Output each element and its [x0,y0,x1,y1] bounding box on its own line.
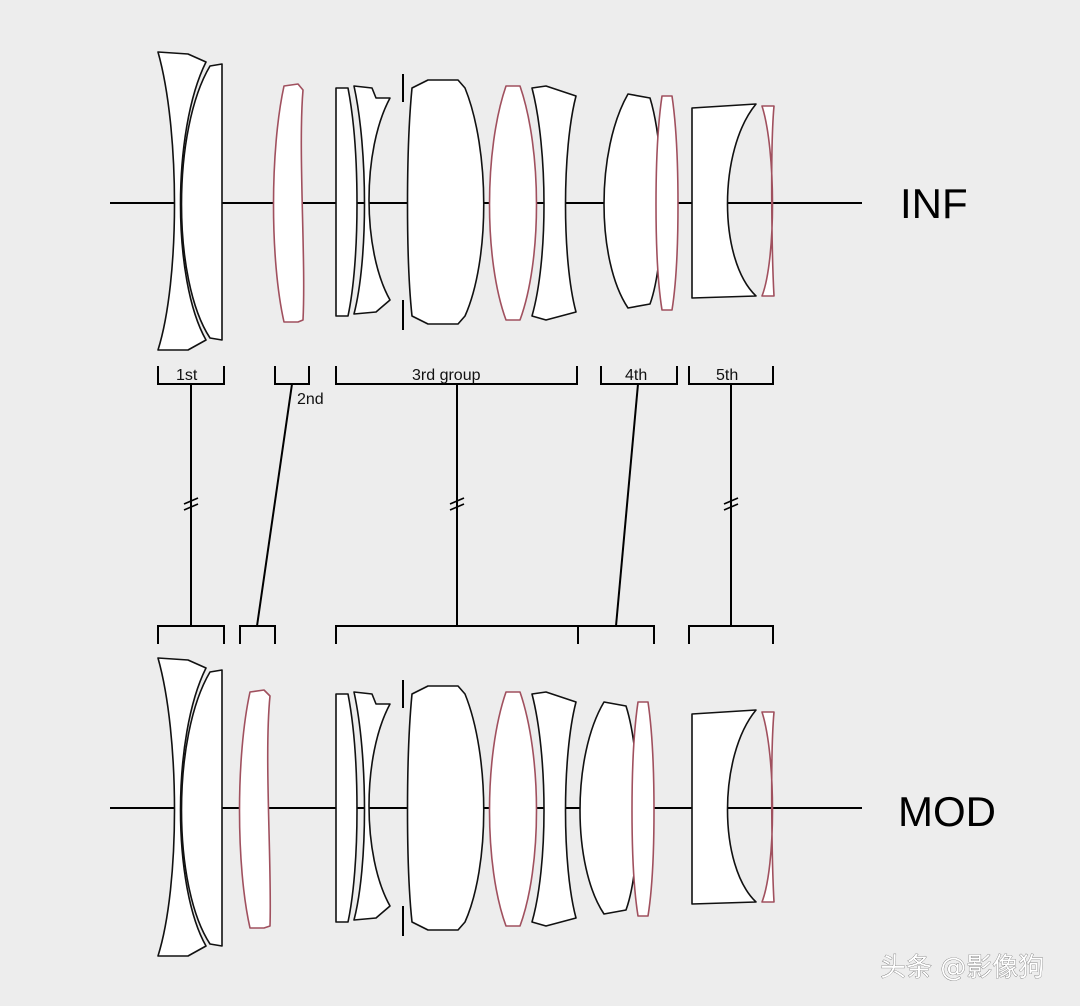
bracket-group3-bottom [335,625,579,644]
mod-label: MOD [898,788,996,835]
mod-lens-1b [180,669,223,947]
bracket-group4-top [600,366,678,385]
fixed-mark-g5-b [723,503,739,511]
inf-label: INF [900,180,968,227]
movement-lines [190,383,732,627]
mod-lens-3a [335,693,358,923]
inf-lens-2 [272,83,305,323]
mod-lens-3d [488,691,538,927]
move-line-group2 [256,383,293,627]
fixed-marks [183,497,739,511]
mod-lens-5b [761,711,775,903]
watermark: 头条 @影像狗 [880,953,1044,983]
inf-lens-4b [655,95,679,311]
inf-lens-4a [603,93,663,309]
mod-lens-4b [631,701,655,917]
bracket-group1-bottom [157,625,225,644]
inf-layout [110,51,862,351]
bracket-group2-top [274,366,310,385]
inf-lens-3e [531,85,577,321]
fixed-mark-g5-a [723,497,739,505]
move-line-group4 [615,383,639,627]
mod-lens-3b [353,691,391,921]
inf-lens-5a [691,103,757,299]
mod-lens-1a [157,657,207,957]
mod-layout [110,657,862,957]
mod-group-brackets [157,625,774,644]
inf-lens-1b [180,63,223,341]
group3-label: 3rd group [412,367,481,384]
group1-label: 1st [176,367,198,384]
inf-lens-5b [761,105,775,297]
mod-lens-4a [579,701,639,915]
bracket-group2-bottom [239,625,276,644]
inf-lens-1a [157,51,207,351]
fixed-mark-g3-a [449,497,465,505]
group2-label: 2nd [297,391,324,408]
inf-lens-3b [353,85,391,315]
mod-lens-3c [406,685,485,931]
bracket-group5-bottom [688,625,774,644]
fixed-mark-g3-b [449,503,465,511]
fixed-mark-g1-a [183,497,199,505]
inf-lens-3a [335,87,358,317]
mod-lens-5a [691,709,757,905]
mod-lens-2 [238,689,272,929]
bracket-group4-bottom [577,625,655,644]
inf-lens-3c [406,79,485,325]
mod-lens-3e [531,691,577,927]
group4-label: 4th [625,367,647,384]
fixed-mark-g1-b [183,503,199,511]
group5-label: 5th [716,367,738,384]
inf-lens-3d [488,85,538,321]
